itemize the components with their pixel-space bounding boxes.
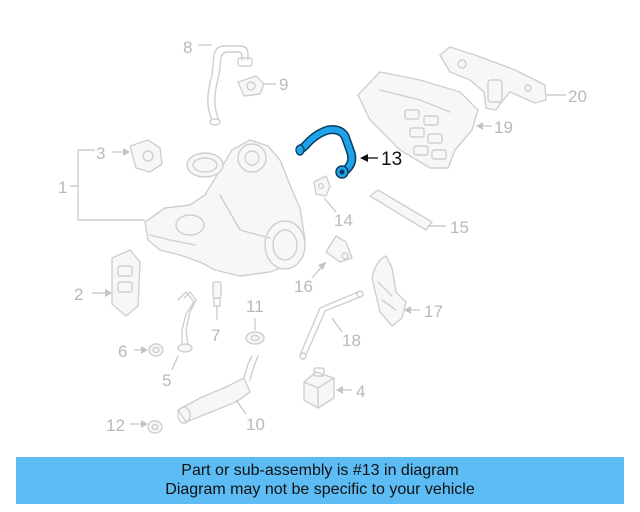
part-7-stud xyxy=(212,281,222,307)
part-3-actuator xyxy=(129,139,163,173)
banner-line-2: Diagram may not be specific to your vehi… xyxy=(165,481,475,498)
label-20: 20 xyxy=(568,87,587,106)
label-6: 6 xyxy=(118,342,127,361)
label-17: 17 xyxy=(424,302,443,321)
part-4-valve xyxy=(303,367,335,409)
part-2-gasket xyxy=(111,249,141,317)
part-11-gasket xyxy=(245,331,265,345)
part-9-gasket xyxy=(237,75,265,97)
part-14-bracket xyxy=(313,175,331,197)
label-3: 3 xyxy=(96,144,105,163)
label-4: 4 xyxy=(356,382,365,401)
part-19-heat-shield xyxy=(357,71,479,169)
label-7: 7 xyxy=(211,326,220,345)
label-16: 16 xyxy=(294,277,313,296)
label-9: 9 xyxy=(279,75,288,94)
label-2: 2 xyxy=(74,285,83,304)
part-6-seal xyxy=(148,343,164,357)
part-5-oil-line xyxy=(177,291,197,353)
part-1-turbocharger xyxy=(144,139,306,277)
parts-diagram: 8 9 20 19 13 1 xyxy=(58,38,587,435)
label-11: 11 xyxy=(246,297,264,316)
label-1: 1 xyxy=(58,178,67,197)
part-20-bracket xyxy=(439,46,547,111)
label-18: 18 xyxy=(342,331,361,350)
part-10-return-pipe xyxy=(177,355,259,424)
label-8: 8 xyxy=(183,38,192,57)
info-banner: Part or sub-assembly is #13 in diagram D… xyxy=(16,457,624,504)
part-12-seal xyxy=(147,420,163,434)
part-13-hose-end xyxy=(295,144,305,156)
part-16-bracket xyxy=(325,235,353,263)
part-15-strip xyxy=(369,189,433,231)
part-17-heat-shield xyxy=(371,255,407,327)
label-5: 5 xyxy=(162,371,171,390)
label-13: 13 xyxy=(381,149,402,170)
part-13-hose-fill xyxy=(297,126,355,173)
part-13-hose-highlighted xyxy=(295,125,357,179)
part-18-support-rod xyxy=(299,290,364,360)
part-8-coolant-pipe xyxy=(207,45,253,126)
label-14: 14 xyxy=(334,211,353,230)
label-15: 15 xyxy=(450,218,469,237)
label-19: 19 xyxy=(494,118,513,137)
banner-line-1: Part or sub-assembly is #13 in diagram xyxy=(181,462,459,479)
label-12: 12 xyxy=(106,416,125,435)
label-10: 10 xyxy=(246,415,265,434)
